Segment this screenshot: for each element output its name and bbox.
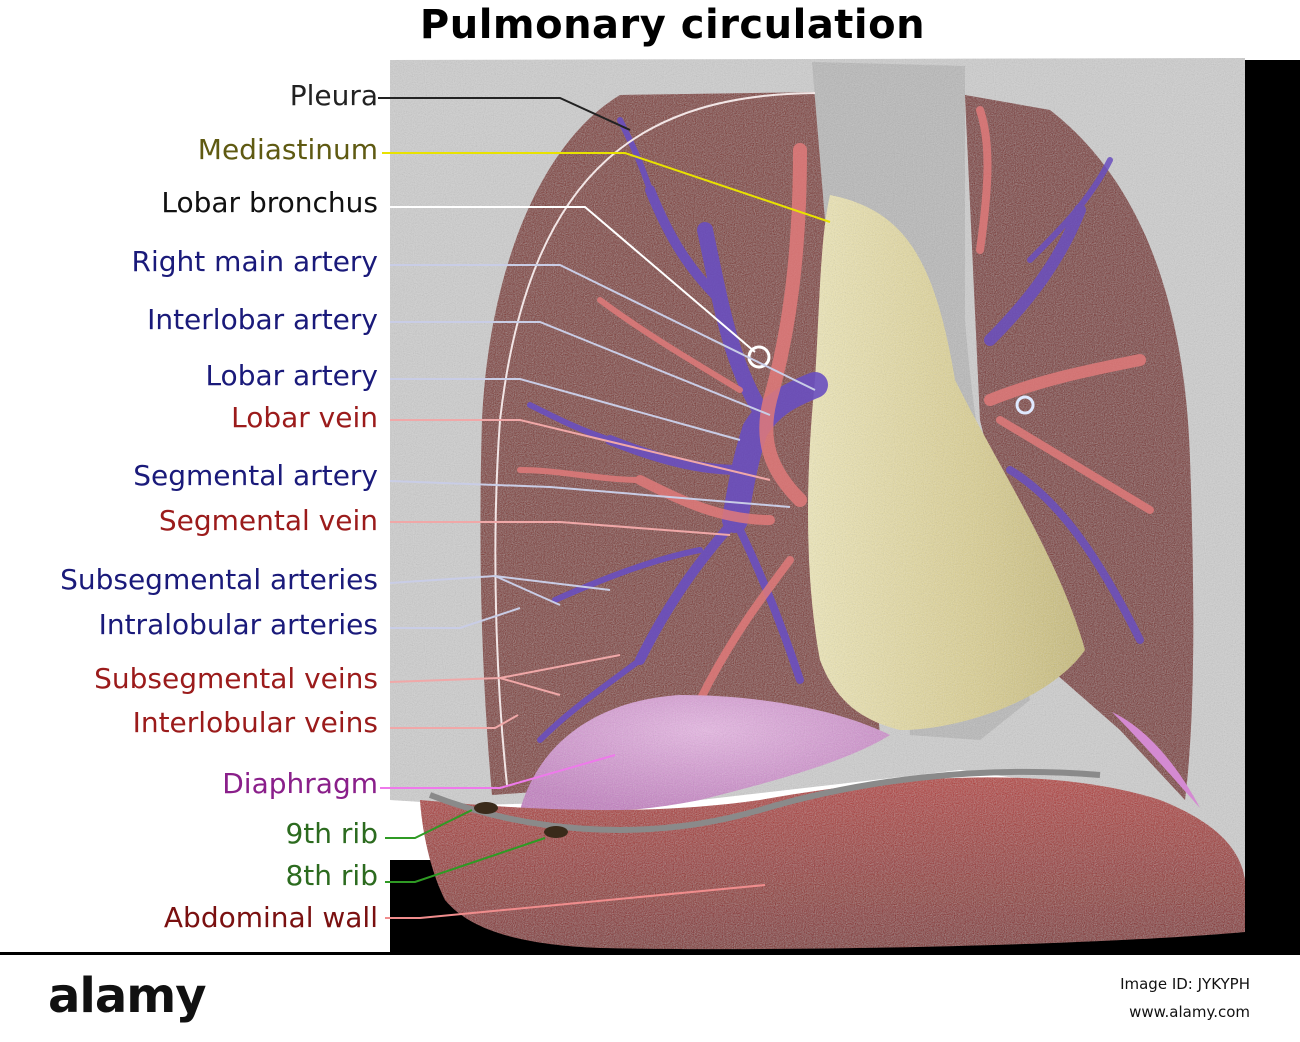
- leader-abdominal-wall: [385, 884, 766, 919]
- leader-segmental-artery: [389, 480, 791, 508]
- leader-pleura: [378, 97, 631, 131]
- left-bronchus-ring: [1015, 395, 1035, 415]
- label-intralobular-arteries: Intralobular arteries: [98, 608, 378, 641]
- leader-intralobular-arteries: [390, 607, 521, 629]
- leader-right-main-artery: [390, 264, 816, 391]
- label-interlobular-veins: Interlobular veins: [132, 706, 378, 739]
- rib-9-section: [474, 802, 498, 814]
- leader-9th-rib: [385, 809, 473, 839]
- label-lobar-bronchus: Lobar bronchus: [161, 186, 378, 219]
- footer-bar: [0, 952, 1300, 1042]
- left-vessels: [976, 106, 1154, 644]
- label-pleura: Pleura: [289, 79, 378, 112]
- leader-mediastinum: [382, 152, 831, 223]
- label-lobar-artery: Lobar artery: [205, 359, 378, 392]
- leader-lines: [378, 97, 831, 919]
- leader-interlobar-artery: [390, 321, 771, 416]
- label-abdominal-wall: Abdominal wall: [163, 901, 378, 934]
- label-right-main-artery: Right main artery: [131, 245, 378, 278]
- leader-subsegmental-arteries: [389, 574, 611, 606]
- label-segmental-artery: Segmental artery: [133, 459, 378, 492]
- label-subsegmental-veins: Subsegmental veins: [94, 662, 378, 695]
- footer-url-text: www.alamy.com: [1129, 1003, 1250, 1021]
- label-segmental-vein: Segmental vein: [158, 504, 378, 537]
- figure-title: Pulmonary circulation: [419, 2, 926, 48]
- image-id-text: Image ID: JYKYPH: [1120, 975, 1250, 993]
- leader-lobar-bronchus: [390, 206, 756, 353]
- rib-band: [428, 768, 1101, 833]
- backdrop: [1240, 60, 1300, 952]
- label-9th-rib: 9th rib: [285, 817, 378, 850]
- alamy-logo: alamy: [48, 968, 207, 1024]
- leader-segmental-vein: [390, 521, 731, 536]
- rib-8-section: [544, 826, 568, 838]
- leader-interlobular-veins: [390, 714, 519, 729]
- label-subsegmental-arteries: Subsegmental arteries: [60, 563, 378, 596]
- label-diaphragm: Diaphragm: [222, 767, 378, 800]
- leader-lobar-vein: [390, 419, 771, 481]
- label-mediastinum: Mediastinum: [197, 133, 378, 166]
- abdominal-wall-shape: [420, 777, 1245, 950]
- footer-divider: [0, 952, 1300, 955]
- diaphragm-dome: [520, 695, 890, 813]
- mediastinum-shape: [808, 195, 1085, 730]
- label-interlobar-artery: Interlobar artery: [147, 303, 378, 336]
- leader-subsegmental-veins: [389, 654, 621, 696]
- leader-8th-rib: [385, 837, 546, 883]
- leader-diaphragm: [380, 754, 616, 789]
- leader-lobar-artery: [390, 378, 741, 441]
- label-lobar-vein: Lobar vein: [231, 401, 378, 434]
- label-8th-rib: 8th rib: [285, 859, 378, 892]
